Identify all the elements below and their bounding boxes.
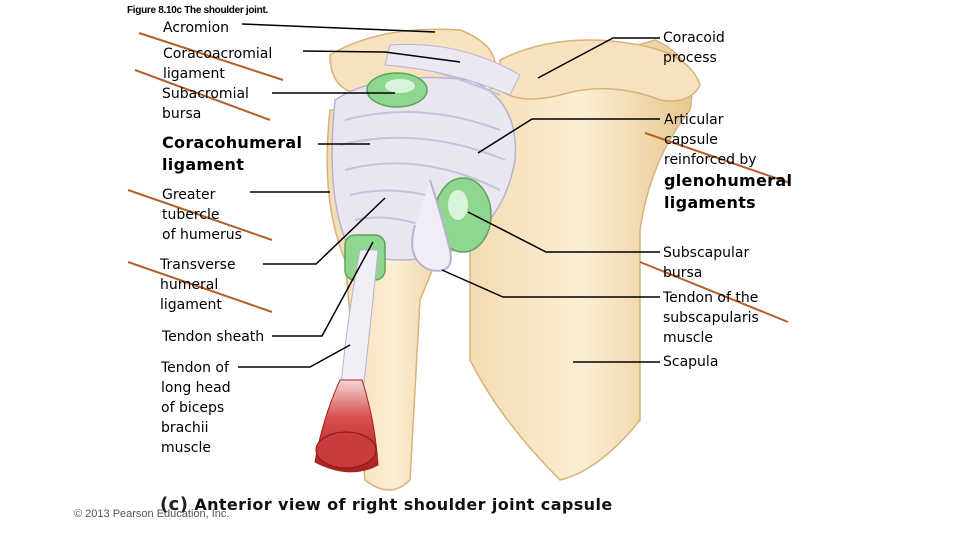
biceps-muscle-cut — [315, 431, 377, 469]
coracoid-process-bone — [499, 39, 701, 102]
label-greater-tubercle: Greater tubercle of humerus — [162, 187, 242, 243]
subscapular-bursa-highlight — [448, 190, 468, 220]
figure-title: Figure 8.10c The shoulder joint. — [127, 5, 268, 16]
subacromial-bursa-highlight — [385, 79, 415, 93]
label-scapula: Scapula — [663, 354, 719, 370]
label-glenohumeral-ligaments: glenohumeral ligaments — [664, 171, 793, 212]
label-coracoid-process: Coracoid process — [663, 30, 725, 66]
label-subscapularis-tendon: Tendon of the subscapularis muscle — [663, 290, 759, 346]
label-articular-capsule: Articular capsule reinforced by — [664, 112, 757, 168]
subscapularis-tendon — [411, 179, 452, 272]
label-subacromial-bursa: Subacromial bursa — [162, 86, 249, 122]
label-coracohumeral-ligament: Coracohumeral ligament — [162, 133, 303, 174]
caption-letter: (c) — [160, 494, 189, 515]
label-subscapular-bursa: Subscapular bursa — [663, 245, 750, 281]
figure-caption: (c) Anterior view of right shoulder join… — [160, 494, 613, 515]
label-transverse-humeral-ligament: Transverse humeral ligament — [160, 257, 236, 313]
label-tendon-sheath: Tendon sheath — [162, 329, 265, 345]
strike-lines — [127, 32, 791, 323]
copyright-text: © 2013 Pearson Education, Inc. — [74, 508, 230, 520]
label-biceps-tendon: Tendon of long head of biceps brachii mu… — [161, 360, 231, 456]
label-acromion: Acromion — [163, 20, 230, 36]
label-coracoacromial-ligament: Coracoacromial ligament — [163, 46, 273, 82]
leader-lines — [238, 23, 660, 368]
caption-text: Anterior view of right shoulder joint ca… — [194, 495, 613, 514]
